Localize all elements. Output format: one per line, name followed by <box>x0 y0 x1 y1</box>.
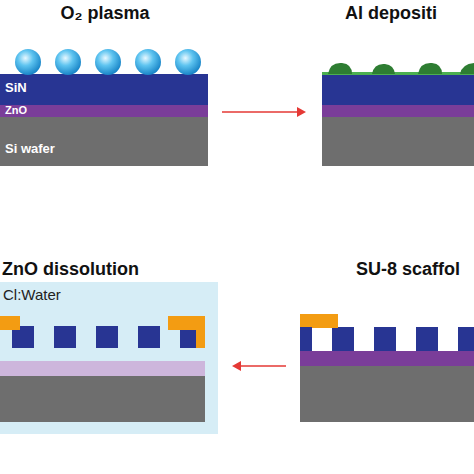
step-title: SU-8 scaffol <box>356 260 460 280</box>
deposition-panel-art <box>322 63 474 166</box>
layer-label: ZnO <box>5 104 27 116</box>
step-title: Al depositi <box>345 4 437 24</box>
process-arrow <box>222 107 306 117</box>
process-step-panel: SU-8 scaffol <box>298 258 474 436</box>
arrow-line <box>222 111 298 113</box>
scaffold-panel-art <box>300 314 474 422</box>
process-step-panel: ZnO dissolution <box>0 258 220 436</box>
process-arrow <box>232 361 286 371</box>
layer-label: Cl:Water <box>3 287 61 304</box>
step-title: ZnO dissolution <box>2 260 139 280</box>
plasma-panel-art <box>0 49 208 166</box>
arrow-head <box>297 107 306 117</box>
arrow-head <box>232 361 241 371</box>
layer-label: SiN <box>5 81 27 95</box>
layer-label: Si wafer <box>5 142 55 156</box>
step-title: O₂ plasma <box>60 4 149 24</box>
arrow-line <box>240 365 286 367</box>
dissolution-panel-art <box>0 282 218 434</box>
process-step-panel: Al depositi <box>318 0 474 170</box>
